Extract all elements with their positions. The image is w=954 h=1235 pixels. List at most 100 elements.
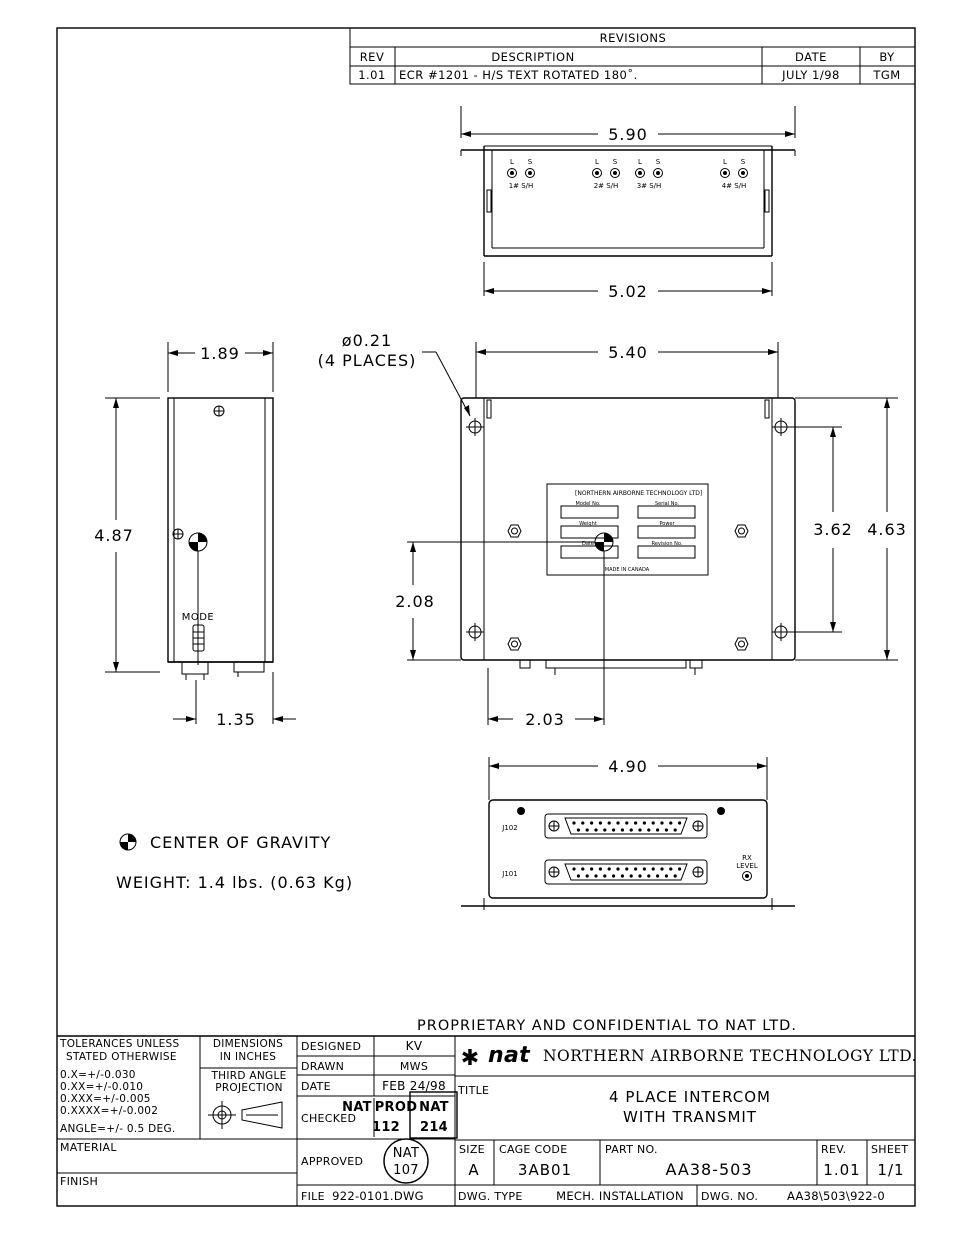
mount-hole-tl — [466, 418, 484, 436]
dim-top-width-inner: 5.02 — [608, 282, 648, 301]
dwg-no-value: AA38\503\922-0 — [787, 1189, 885, 1203]
rx-label: RX — [742, 854, 752, 862]
file-label: FILE — [301, 1190, 325, 1203]
tolerance-line-1: TOLERANCES UNLESS — [59, 1038, 180, 1050]
connector-pin — [585, 828, 589, 832]
j102-connector — [544, 813, 708, 839]
tolerance-line-7: ANGLE=+/- 0.5 DEG. — [60, 1123, 176, 1135]
dim-cg-height: 2.08 — [395, 592, 435, 611]
nameplate-field-weight: Weight — [579, 521, 596, 527]
description-col-header: DESCRIPTION — [491, 50, 574, 64]
nat-logo-text: nat — [488, 1043, 531, 1068]
nat-107-stamp: NAT 107 — [383, 1138, 429, 1184]
connector-pin — [607, 821, 611, 825]
revisions-header: REVISIONS — [600, 31, 667, 45]
connector-pin — [576, 828, 581, 832]
j102-label: J102 — [501, 824, 517, 832]
dim-side-depth: 1.89 — [200, 344, 240, 363]
connector-pin — [620, 874, 625, 878]
size-value: A — [468, 1161, 479, 1179]
drawn-value: MWS — [400, 1060, 428, 1073]
weight-note: WEIGHT: 1.4 lbs. (0.63 Kg) — [116, 873, 353, 892]
tolerance-line-6: 0.XXXX=+/-0.002 — [60, 1105, 158, 1117]
level-label: LEVEL — [736, 862, 758, 870]
nameplate-field-revision: Revision No. — [652, 541, 683, 547]
nameplate-field-power: Power — [659, 521, 675, 527]
top-view: 5.90 L S 1# S/H L S 2# S/H L — [460, 106, 796, 301]
part-no-value: AA38-503 — [665, 1160, 752, 1179]
sheet-label: SHEET — [871, 1143, 908, 1156]
stamp-prod-number: 112 — [372, 1120, 400, 1135]
stamp-nat-number: 214 — [420, 1120, 448, 1135]
cg-legend: CENTER OF GRAVITY — [150, 833, 331, 852]
mount-hole-bl — [466, 623, 484, 641]
jack-2-l-label: L — [595, 158, 599, 166]
connector-pin — [612, 874, 616, 878]
dim-rear-width: 4.90 — [608, 757, 648, 776]
connector-pin — [642, 821, 647, 825]
connector-pin — [594, 828, 598, 832]
nameplate-field-date: Date — [582, 541, 594, 547]
revision-row-date: JULY 1/98 — [781, 68, 840, 82]
connector-pin — [590, 867, 594, 871]
side-view: 1.89 4.87 MODE — [94, 342, 296, 729]
dim-hole-dia: ø0.21 — [342, 331, 392, 350]
jack-2-label: 2# S/H — [594, 182, 619, 190]
nameplate: [NORTHERN AIRBORNE TECHNOLOGY LTD] Model… — [546, 483, 709, 576]
connector-pin — [616, 867, 620, 871]
dwg-no-label: DWG. NO. — [701, 1190, 758, 1203]
connector-pin — [673, 874, 677, 878]
revision-row-rev: 1.01 — [358, 68, 386, 82]
part-no-label: PART NO. — [605, 1143, 658, 1156]
connector-pin — [664, 828, 669, 832]
jack-4-label: 4# S/H — [722, 182, 747, 190]
dim-side-bottom: 1.35 — [216, 710, 256, 729]
designed-label: DESIGNED — [301, 1040, 361, 1053]
stamp-circle-nat: NAT — [393, 1146, 419, 1161]
date-col-header: DATE — [795, 50, 827, 64]
rev-value: 1.01 — [823, 1161, 860, 1179]
dim-front-width: 5.40 — [608, 343, 648, 362]
rev-col-header: REV — [360, 50, 385, 64]
stamp-circle-number: 107 — [393, 1163, 419, 1178]
connector-pin — [634, 867, 638, 871]
dimensions-label-2: IN INCHES — [220, 1051, 277, 1063]
connector-pin — [603, 828, 607, 832]
connector-pin — [620, 828, 625, 832]
dwg-type-value: MECH. INSTALLATION — [556, 1189, 684, 1203]
connector-pin — [638, 828, 642, 832]
connector-pin — [590, 821, 594, 825]
connector-pin — [656, 828, 660, 832]
connector-pin — [664, 874, 669, 878]
front-view: ø0.21 (4 PLACES) 5.40 [NORTHERN AIRBORNE — [318, 331, 907, 729]
connector-pin — [572, 867, 576, 871]
connector-pin — [638, 874, 642, 878]
nat-214-stamp: NAT 214 — [409, 1091, 458, 1139]
file-value: 922-0101.DWG — [332, 1189, 424, 1203]
connector-pin — [642, 867, 647, 871]
dim-overall-height: 4.63 — [867, 520, 907, 539]
nameplate-field-model: Model No. — [576, 501, 601, 507]
connector-pin — [669, 821, 673, 825]
dim-cg-from-left: 2.03 — [525, 710, 565, 729]
connector-pin — [647, 874, 651, 878]
checked-label: CHECKED — [301, 1112, 356, 1125]
connector-pin — [616, 821, 620, 825]
projection-label-2: PROJECTION — [215, 1082, 283, 1094]
connector-pin — [669, 867, 673, 871]
connector-pin — [585, 874, 589, 878]
title-label: TITLE — [457, 1084, 489, 1097]
connector-pin — [576, 874, 581, 878]
dim-side-height: 4.87 — [94, 526, 134, 545]
dimensions-label-1: DIMENSIONS — [213, 1038, 283, 1050]
title-line-1: 4 PLACE INTERCOM — [609, 1088, 771, 1106]
approved-label: APPROVED — [301, 1155, 363, 1168]
size-label: SIZE — [459, 1143, 485, 1156]
stamp-nat-label: NAT — [419, 1100, 449, 1115]
connector-pin — [598, 821, 603, 825]
connector-pin — [629, 828, 633, 832]
connector-pin — [625, 821, 629, 825]
projection-label-1: THIRD ANGLE — [210, 1070, 286, 1082]
connector-pin — [634, 821, 638, 825]
jack-group-2: L S 2# S/H — [592, 158, 620, 190]
